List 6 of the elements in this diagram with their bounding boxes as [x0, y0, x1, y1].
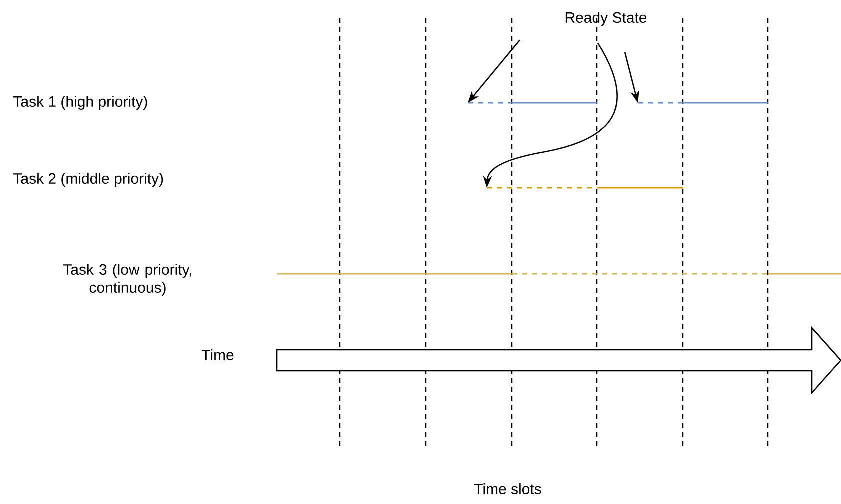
- state-label: Ready State: [566, 12, 647, 26]
- task-label: Time: [202, 350, 234, 360]
- task-label: Task 3 (low priority, continuous): [63, 264, 192, 296]
- task-label: Time slots: [474, 484, 542, 494]
- task-label: Task 2 (middle priority): [14, 173, 164, 187]
- task-label: Task 1 (high priority): [14, 96, 148, 110]
